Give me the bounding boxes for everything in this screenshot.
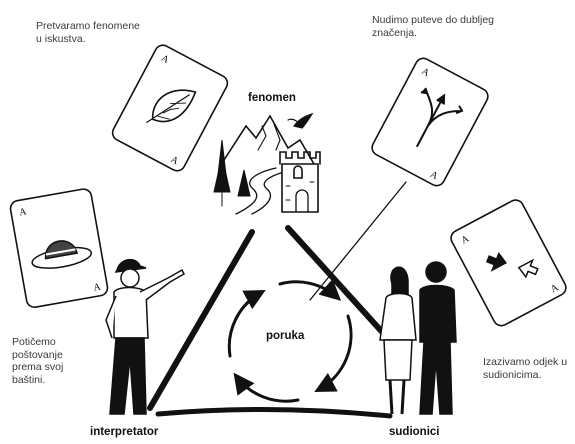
note-resonance: Izazivamo odjek u sudionicima. (483, 356, 568, 381)
triangle (147, 181, 407, 419)
note-phenomena-to-experiences: Pretvaramo fenomene u iskustva. (36, 20, 140, 45)
phenomenon-scene (213, 112, 321, 215)
label-participants: sudionici (389, 426, 440, 438)
eagle-icon (287, 112, 314, 129)
note-respect-heritage: Potičemo poštovanje prema svoj baštini. (12, 336, 64, 386)
man-figure (419, 261, 457, 415)
label-phenomenon: fenomen (248, 92, 296, 104)
mountains-icon (223, 114, 315, 165)
interpreter-hat (114, 258, 147, 273)
pointing-arm (139, 268, 185, 301)
echo-arrows-icon (485, 252, 539, 279)
card-hat: A A (9, 188, 109, 309)
woman-figure (379, 266, 417, 415)
triangle-base (155, 406, 393, 419)
card-paths: A A (371, 57, 489, 187)
castle-tower-icon (279, 151, 321, 213)
card-echo: A A (450, 199, 567, 327)
cycle-arrow-bottom (233, 372, 300, 403)
card-corner-letter: A (18, 206, 28, 218)
interpreter-figure (105, 258, 185, 415)
cycle-arrow-top (278, 278, 342, 301)
label-interpreter: interpretator (90, 426, 159, 438)
message-cycle-arrows (227, 278, 353, 403)
participants-figures (379, 261, 457, 415)
label-message: poruka (266, 330, 305, 342)
diverging-arrows-icon (415, 87, 464, 148)
card-leaf: A A (111, 44, 229, 172)
winding-path-icon (235, 167, 285, 215)
trees-icon (213, 139, 251, 207)
triangle-left-edge (147, 229, 255, 411)
note-paths-to-meaning: Nudimo puteve do dubljeg značenja. (372, 14, 495, 39)
ranger-hat-icon (31, 240, 93, 269)
leaf-icon (146, 89, 197, 124)
cycle-arrow-left (227, 290, 266, 358)
card-corner-letter: A (93, 281, 103, 293)
cycle-arrow-right (314, 314, 353, 392)
